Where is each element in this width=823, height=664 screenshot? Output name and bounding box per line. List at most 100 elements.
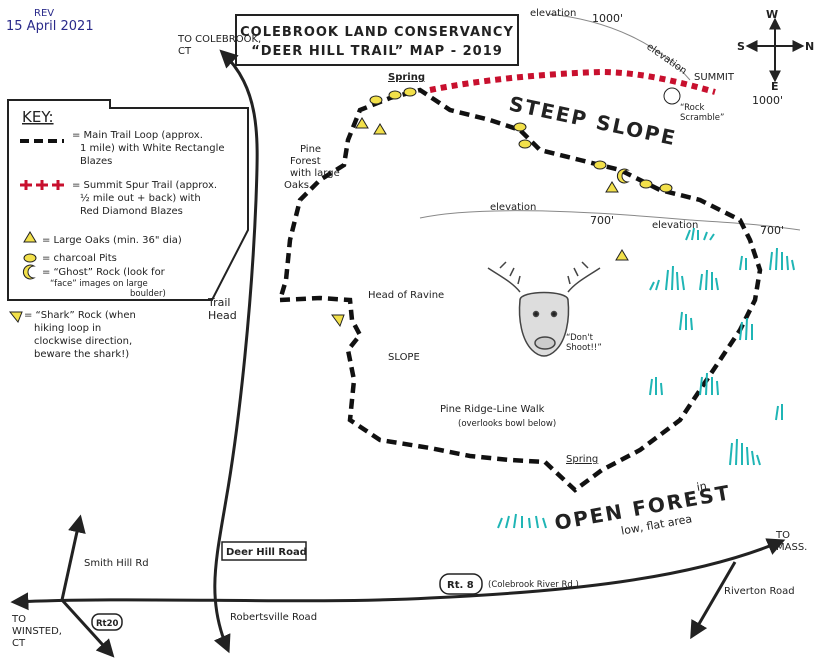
rt8-shield (439, 573, 483, 595)
route-8-line (10, 538, 786, 611)
elevation-700-label-2: elevation (652, 220, 698, 231)
charcoal-pit-icon (513, 122, 527, 132)
key-summit-trail-symbol (20, 180, 64, 190)
key-item-4: = charcoal Pits (42, 253, 117, 264)
to-winsted-line-2: WINSTED, (12, 626, 62, 637)
key-item-5-line-1: = “Ghost” Rock (look for (42, 267, 166, 278)
key-item-3: = Large Oaks (min. 36" dia) (42, 235, 182, 246)
riverton-road-line (690, 561, 737, 640)
to-winsted-line-1: TO (11, 614, 26, 625)
elevation-1000-label-2: elevation (644, 41, 688, 77)
large-oak-icon (615, 249, 629, 261)
route-20-line (60, 598, 115, 658)
elevation-700-value-1: 700' (590, 214, 614, 227)
shark-line-4: beware the shark!) (34, 349, 129, 360)
to-mass-line-1: TO (775, 530, 790, 541)
elevation-700-label-1: elevation (490, 202, 536, 213)
crescent-icon (22, 264, 36, 280)
charcoal-pit-icon (593, 160, 607, 170)
key-item-5-line-2: “face” images on large (50, 279, 148, 289)
rt20-shield (91, 613, 123, 631)
shark-line-1: = “Shark” Rock (when (24, 310, 136, 321)
key-heading: KEY: (22, 108, 54, 126)
spring-top-label: Spring (388, 72, 425, 83)
to-colebrook-line-2: CT (178, 46, 192, 57)
rt8-label: Rt. 8 (447, 580, 474, 591)
title-line-2: “DEER HILL TRAIL” MAP - 2019 (251, 44, 503, 59)
elevation-1000-label-1: elevation (530, 8, 576, 19)
deer-hill-road-label: Deer Hill Road (226, 547, 307, 558)
shark-icon (8, 311, 23, 323)
large-oak-icon (373, 123, 387, 135)
large-oak-icon (605, 181, 619, 193)
trail-head-line-2: Head (208, 309, 237, 322)
roads (10, 49, 786, 658)
compass-south: S (737, 40, 745, 53)
ghost-rock-icon (616, 168, 630, 184)
head-of-ravine-label: Head of Ravine (368, 290, 444, 301)
pine-forest-line-2: Forest (290, 156, 321, 167)
key-box: KEY: = Main Trail Loop (approx. 1 mile) … (7, 99, 249, 301)
title-box: COLEBROOK LAND CONSERVANCY “DEER HILL TR… (235, 14, 519, 66)
riverton-road-label: Riverton Road (724, 586, 795, 597)
rock-scramble-line-1: “Rock (680, 103, 705, 113)
rock-scramble-icon (663, 87, 681, 105)
colebrook-river-rd-label: (Colebrook River Rd.) (488, 580, 579, 590)
trail-markers (331, 87, 681, 328)
shark-line-3: clockwise direction, (34, 336, 132, 347)
rt20-label: Rt20 (96, 619, 119, 629)
grass-tufts (497, 227, 795, 529)
pine-ridge-line-1: Pine Ridge-Line Walk (440, 404, 545, 415)
circle-icon (23, 253, 37, 263)
charcoal-pit-icon (388, 90, 402, 100)
charcoal-pit-icon (659, 183, 673, 193)
key-item-5-line-3: boulder) (130, 289, 166, 299)
to-winsted-line-3: CT (12, 638, 26, 649)
charcoal-pit-icon (639, 179, 653, 189)
summit-label: SUMMIT (694, 72, 735, 83)
charcoal-pit-icon (403, 87, 417, 97)
to-mass-line-2: MASS. (776, 542, 807, 553)
open-forest-in: in (696, 479, 708, 494)
revision-date: 15 April 2021 (6, 19, 94, 34)
shark-rock-icon (331, 314, 345, 328)
elevation-1000-right: 1000' (752, 94, 783, 107)
compass-east: E (771, 80, 779, 93)
rock-scramble-line-2: Scramble” (680, 113, 724, 123)
elevation-lines (419, 13, 801, 231)
shark-line-2: hiking loop in (34, 323, 101, 334)
key-item-2-line-1: = Summit Spur Trail (approx. (72, 180, 217, 191)
moose-drawing (487, 261, 601, 357)
smith-hill-label: Smith Hill Rd (84, 558, 149, 569)
title-line-1: COLEBROOK LAND CONSERVANCY (240, 25, 514, 40)
key-item-1-line-2: 1 mile) with White Rectangle (80, 143, 225, 154)
compass-north: N (805, 40, 814, 53)
key-item-2-line-2: ½ mile out + back) with (80, 192, 201, 204)
dont-shoot-line-2: Shoot!!” (566, 343, 602, 353)
smith-hill-road-line (60, 514, 86, 601)
main-trail-loop (277, 87, 763, 493)
pine-forest-line-1: Pine (300, 144, 321, 155)
charcoal-pit-icon (369, 95, 383, 105)
robertsville-road-label: Robertsville Road (230, 612, 317, 623)
compass-rose (745, 17, 805, 83)
dont-shoot-line-1: “Don't (566, 333, 594, 343)
deer-hill-road-box (221, 541, 307, 561)
to-colebrook-line-1: TO COLEBROOK, (177, 34, 261, 45)
pine-ridge-line-2: (overlooks bowl below) (458, 419, 556, 429)
key-item-2-line-3: Red Diamond Blazes (80, 206, 183, 217)
spring-bottom-label: Spring (566, 454, 598, 465)
charcoal-pit-icon (518, 139, 532, 149)
elevation-1000-value: 1000' (592, 12, 623, 25)
elevation-700-value-2: 700' (760, 224, 784, 237)
key-item-1-line-3: Blazes (80, 156, 112, 167)
key-item-1-line-1: = Main Trail Loop (approx. (72, 130, 203, 141)
triangle-icon (23, 231, 37, 243)
revision-label: REV (34, 8, 54, 19)
pine-forest-line-4: Oaks (284, 180, 309, 191)
slope-label: SLOPE (388, 352, 420, 363)
large-oak-icon (355, 117, 369, 129)
pine-forest-line-3: with large (290, 168, 340, 179)
compass-west: W (766, 8, 778, 21)
